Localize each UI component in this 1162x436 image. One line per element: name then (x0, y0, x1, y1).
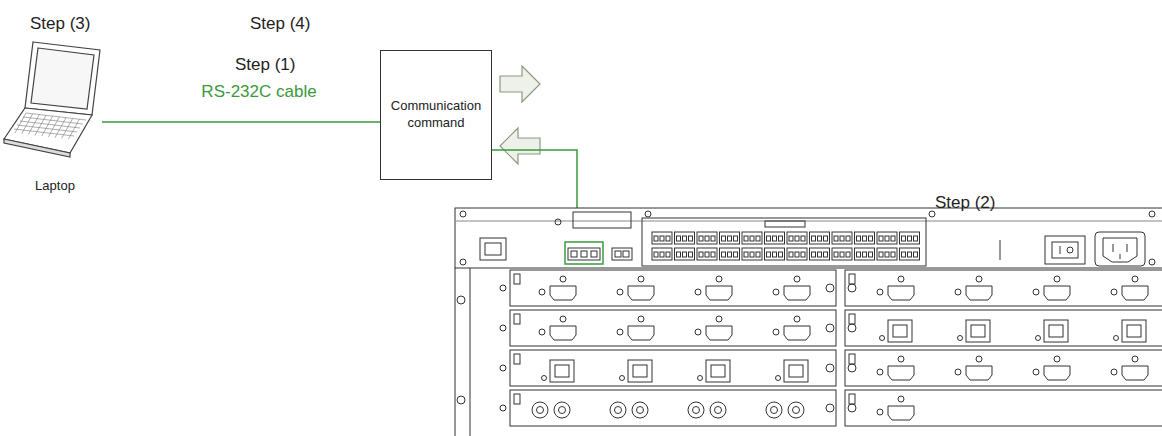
laptop-node: Laptop (0, 35, 110, 195)
step-label: Step (3) (30, 14, 90, 34)
step-label: Step (1) (235, 55, 295, 75)
receive-arrow (500, 128, 540, 164)
cable-connector (102, 121, 380, 123)
send-arrow (500, 66, 540, 102)
process-box: Communication command (380, 50, 492, 180)
step-label: Step (2) (935, 193, 995, 213)
device-label: Laptop (35, 178, 75, 195)
box-text: Communication command (385, 98, 487, 132)
cable-label: RS-232C cable (201, 82, 316, 102)
device-rear-panel (455, 208, 1162, 436)
step-label: Step (4) (250, 14, 310, 34)
laptop-icon (0, 35, 110, 165)
